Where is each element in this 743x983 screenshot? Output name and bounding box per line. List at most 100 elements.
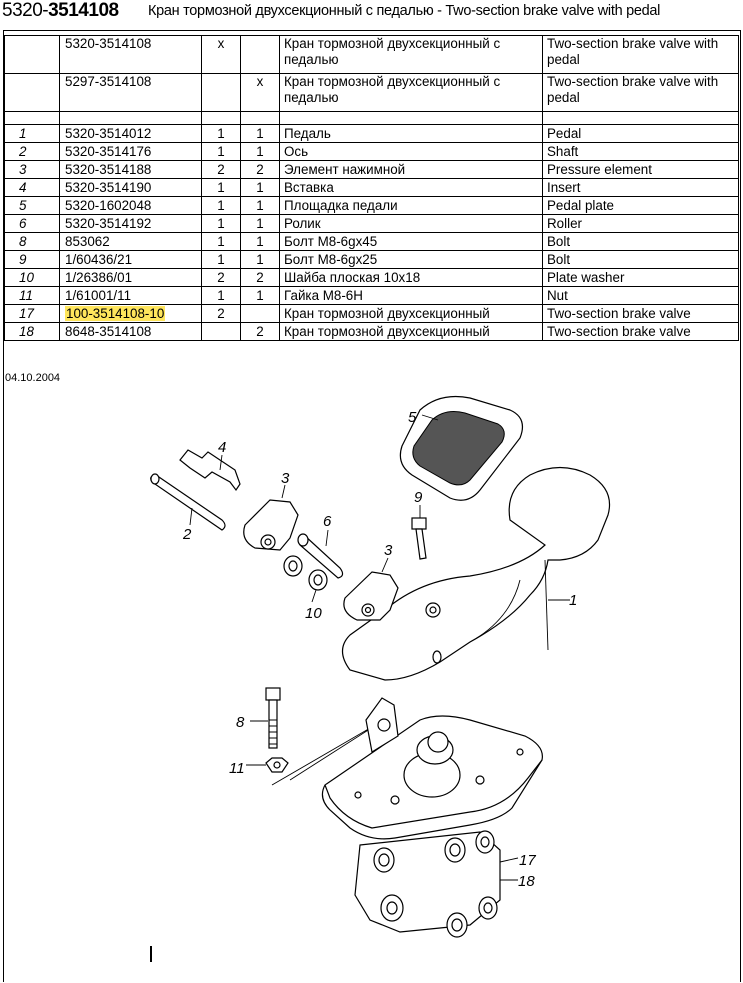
highlighted-part-number: 100-3514108-10: [65, 306, 166, 321]
cell-qty-a: 1: [201, 214, 241, 233]
cell-name-en: Bolt: [542, 250, 739, 269]
cell-name-ru: Кран тормозной двухсекционный с педалью: [279, 35, 543, 74]
table-row: 9 1/60436/21 1 1 Болт М8-6gх25 Bolt: [4, 250, 739, 269]
cell-pos: 8: [4, 232, 60, 251]
cell-name-ru: Болт М8-6gх45: [279, 232, 543, 251]
callout-11: 11: [229, 760, 266, 777]
callout-3b: 3: [381, 542, 393, 573]
cell-pos: [4, 35, 60, 74]
callout-9: 9: [414, 489, 423, 518]
spacer-cell: [4, 111, 60, 125]
cell-name-en: Pedal plate: [542, 196, 739, 215]
cell-pos: 2: [4, 142, 60, 161]
cell-qty-b: x: [240, 73, 280, 112]
callout-5-label: 5: [408, 409, 417, 426]
cell-name-en: Two-section brake valve: [542, 322, 739, 341]
callout-3a: 3: [281, 470, 290, 499]
assembly-title: Кран тормозной двухсекционный с педалью …: [148, 3, 661, 19]
page-header: 5320-3514108 Кран тормозной двухсекционн…: [0, 0, 743, 28]
cell-name-ru: Ось: [279, 142, 543, 161]
callout-9-label: 9: [414, 489, 423, 506]
cell-part-number: 5297-3514108: [59, 73, 202, 112]
spacer-cell: [240, 111, 280, 125]
pedal-part: [341, 466, 611, 681]
cell-name-en: Two-section brake valve with pedal: [542, 73, 739, 112]
cell-pos: 3: [4, 160, 60, 179]
table-row: 2 5320-3514176 1 1 Ось Shaft: [4, 142, 739, 161]
cell-pos: 9: [4, 250, 60, 269]
table-row: 5 5320-1602048 1 1 Площадка педали Pedal…: [4, 196, 739, 215]
cell-qty-a: 2: [201, 160, 241, 179]
cell-qty-b: 1: [240, 142, 280, 161]
cell-qty-a: x: [201, 35, 241, 74]
table-row: 8 853062 1 1 Болт М8-6gх45 Bolt: [4, 232, 739, 251]
cell-name-en: Plate washer: [542, 268, 739, 287]
cell-pos: 1: [4, 124, 60, 143]
cell-qty-b: 1: [240, 178, 280, 197]
cell-qty-b: 1: [240, 232, 280, 251]
callout-10-label: 10: [305, 605, 322, 622]
cell-part-number: 1/61001/11: [59, 286, 202, 305]
cell-pos: 18: [4, 322, 60, 341]
cell-qty-a: 1: [201, 232, 241, 251]
insert-part: [179, 449, 241, 492]
cell-part-number: 5320-3514108: [59, 35, 202, 74]
callout-2: 2: [182, 507, 193, 543]
cell-qty-a: 1: [201, 124, 241, 143]
table-row: 18 8648-3514108 2 Кран тормозной двухсек…: [4, 322, 739, 341]
callout-2-label: 2: [182, 526, 192, 543]
bolt-8-part: [265, 687, 281, 749]
cell-part-number: 5320-3514012: [59, 124, 202, 143]
cell-name-en: Shaft: [542, 142, 739, 161]
brake-valve-part: [321, 697, 543, 938]
cell-pos: 10: [4, 268, 60, 287]
cell-name-en: Insert: [542, 178, 739, 197]
exploded-view-drawing: 1 2 3 3 4 5 6 8 9 10 11 17: [150, 395, 611, 938]
spacer-cell: [542, 111, 739, 125]
callout-8: 8: [236, 714, 268, 731]
pressure-element-part-a: [243, 499, 299, 551]
table-row: 6 5320-3514192 1 1 Ролик Roller: [4, 214, 739, 233]
cell-name-ru: Педаль: [279, 124, 543, 143]
cell-name-en: Two-section brake valve with pedal: [542, 35, 739, 74]
cell-part-number: 5320-3514192: [59, 214, 202, 233]
callout-1-label: 1: [569, 592, 577, 609]
cell-part-number: 5320-3514190: [59, 178, 202, 197]
table-row-highlighted: 17 100-3514108-10 2 Кран тормозной двухс…: [4, 304, 739, 323]
cell-qty-b: 1: [240, 196, 280, 215]
cell-name-en: Pedal: [542, 124, 739, 143]
cell-part-number: 5320-3514188: [59, 160, 202, 179]
spacer-cell: [59, 111, 202, 125]
table-row: 10 1/26386/01 2 2 Шайба плоская 10х18 Pl…: [4, 268, 739, 287]
cell-qty-b: 1: [240, 124, 280, 143]
cell-pos: [4, 73, 60, 112]
cell-name-ru: Элемент нажимной: [279, 160, 543, 179]
cell-qty-b: 1: [240, 286, 280, 305]
cell-qty-b: 1: [240, 250, 280, 269]
cell-name-ru: Кран тормозной двухсекционный: [279, 304, 543, 323]
cell-qty-a: 1: [201, 178, 241, 197]
callout-3a-label: 3: [281, 470, 290, 487]
cell-qty-a: 1: [201, 196, 241, 215]
pressure-element-part-b: [343, 571, 399, 621]
parts-table: 5320-3514108 x Кран тормозной двухсекцио…: [4, 35, 739, 341]
callout-4-label: 4: [218, 439, 226, 456]
callout-6-label: 6: [323, 513, 332, 530]
cell-name-ru: Шайба плоская 10х18: [279, 268, 543, 287]
assembly-code-main: 3514108: [48, 0, 119, 21]
cell-qty-a: [201, 322, 241, 341]
cell-name-ru: Кран тормозной двухсекционный с педалью: [279, 73, 543, 112]
cell-pos: 4: [4, 178, 60, 197]
cell-qty-b: 2: [240, 322, 280, 341]
cell-name-en: Pressure element: [542, 160, 739, 179]
table-row: 4 5320-3514190 1 1 Вставка Insert: [4, 178, 739, 197]
callout-5: 5: [408, 409, 439, 426]
callout-4: 4: [218, 439, 226, 471]
cell-name-en: Bolt: [542, 232, 739, 251]
cell-name-ru: Болт М8-6gх25: [279, 250, 543, 269]
cell-name-ru: Кран тормозной двухсекционный: [279, 322, 543, 341]
callout-8-label: 8: [236, 714, 245, 731]
table-row: 5297-3514108 x Кран тормозной двухсекцио…: [4, 73, 739, 112]
table-row: 1 5320-3514012 1 1 Педаль Pedal: [4, 124, 739, 143]
document-date: 04.10.2004: [5, 372, 61, 384]
